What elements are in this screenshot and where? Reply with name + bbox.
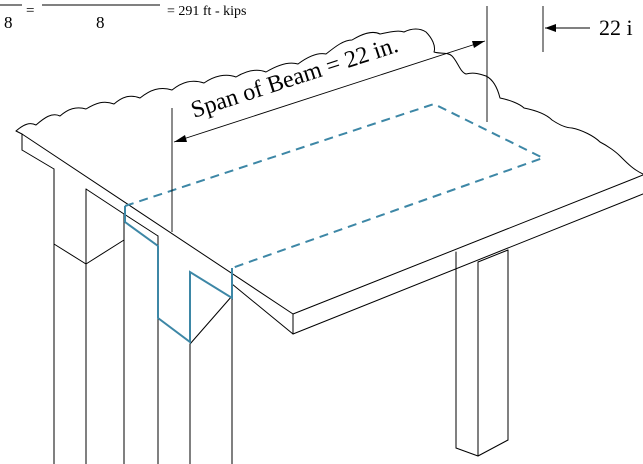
flange-width-label: 22 i [599,15,633,40]
span-arrowhead-left [174,135,187,142]
fraction-denominator-2: 8 [96,13,105,32]
slab-underside-mid [123,213,159,237]
effective-flange-dashed-outline [124,102,546,269]
slab-bottom-right-edge [292,193,643,335]
equals-sign: = [26,3,34,19]
span-arrowhead-right [472,41,485,48]
slab-top-right-edge [292,174,643,315]
middle-beam [157,235,233,464]
flange-width-arrowhead [545,24,556,32]
span-dimension-line [173,40,486,143]
slab-break-line [15,28,643,175]
moment-formula: 8 = 8 = 291 ft - kips [0,3,246,32]
span-label: Span of Beam = 22 in. [188,32,402,124]
slab-underside-front [231,283,294,335]
slab-top-front-edge [21,133,294,315]
flange-width-dimension: 22 i [542,6,633,52]
span-dimension: Span of Beam = 22 in. [171,6,488,232]
t-section-outline [124,206,233,344]
slab-left-edge [15,130,23,135]
right-beam [455,249,509,457]
moment-result: = 291 ft - kips [167,4,246,19]
fraction-denominator-1: 8 [4,13,13,32]
left-beam [53,168,125,464]
slab-left-underside [21,149,55,170]
